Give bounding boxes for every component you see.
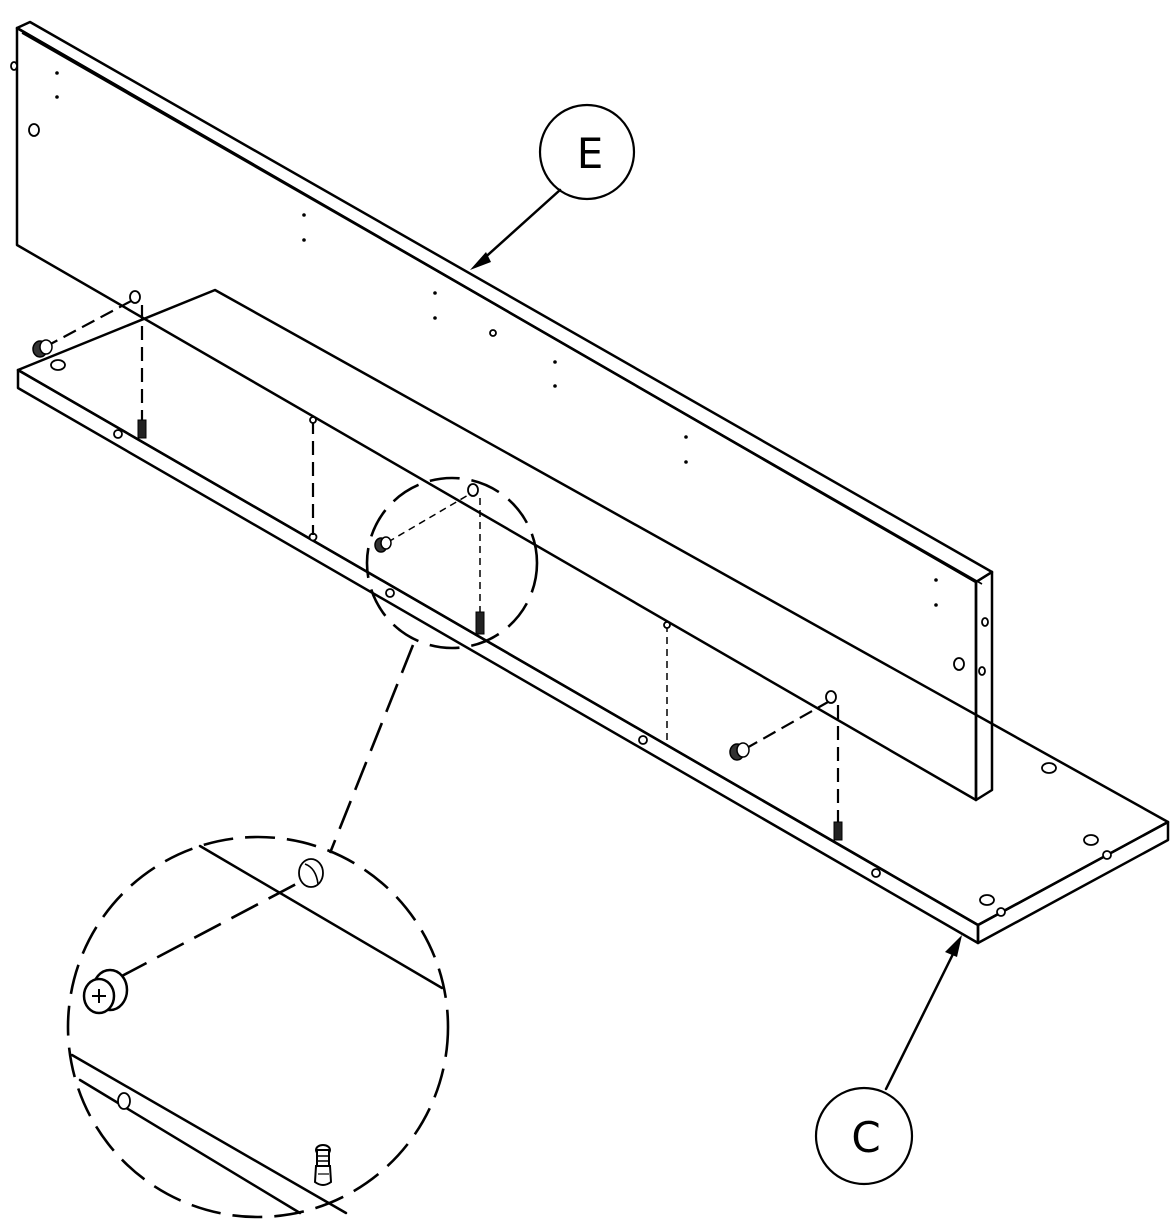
cam-lock-icon [32,339,53,358]
cam-bolt-icon [475,611,485,635]
hardware-right [729,690,843,841]
cam-bolt-icon [137,419,147,439]
hardware-center [309,416,671,740]
callout-e: E [470,103,636,270]
arrowhead-icon [945,935,962,957]
back-panel-e [10,20,994,802]
callout-c: C [814,935,962,1186]
cam-lock-icon [374,536,392,553]
callout-c-label: C [851,1113,880,1162]
detail-view [66,835,450,1219]
hardware-left [32,290,147,439]
detail-marker-circle [365,476,539,650]
cam-bolt-detail-icon [313,1144,333,1186]
arrowhead-icon [470,252,491,270]
cam-bolt-icon [833,821,843,841]
base-panel-c [16,288,1170,945]
callout-e-label: E [577,129,604,178]
cam-lock-detail-icon [82,968,129,1015]
cam-lock-icon [729,742,750,761]
detail-leader-line [328,644,415,854]
